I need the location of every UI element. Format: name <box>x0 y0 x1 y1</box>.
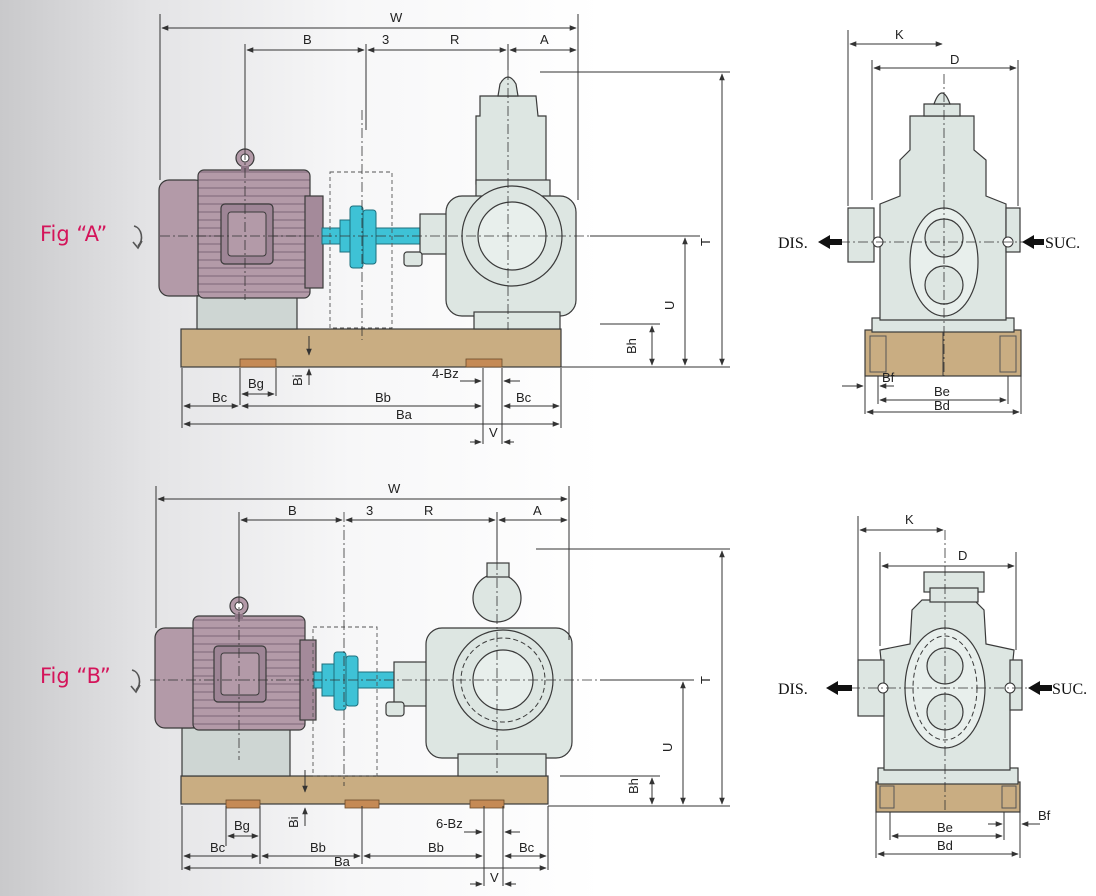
fig-b-end-dimensions: DIS. SUC. K D Bf Be Bd <box>778 512 1087 858</box>
fig-a-end-view <box>840 74 1030 377</box>
fig-a-dim-bf: Bf <box>882 370 895 385</box>
fig-b-label: Fig “B” <box>40 664 111 688</box>
fig-b-pump <box>385 562 573 777</box>
fig-b-dim-bb-left: Bb <box>310 840 326 855</box>
fig-b-dim-bg: Bg <box>234 818 250 833</box>
fig-b-end-base <box>875 781 1021 813</box>
fig-a-dim-v: V <box>489 425 498 440</box>
fig-a-label: Fig “A” <box>40 222 108 246</box>
fig-a-dim-t: T <box>698 238 713 246</box>
fig-a-dim-d: D <box>950 52 959 67</box>
fig-a-dimensions: W B 3 R A T U Bh Bi Bg Bc Bb Bc Ba 4-Bz … <box>159 10 730 445</box>
fig-a-dim-bi: Bi <box>290 374 305 386</box>
fig-a-motor-plinth <box>196 295 298 330</box>
fig-b-dim-w: W <box>388 481 401 496</box>
fig-b-dim-v: V <box>490 870 499 885</box>
fig-b-rotation-arrow-icon <box>130 669 141 694</box>
fig-b-dim-bc-left: Bc <box>210 840 226 855</box>
fig-a-suc-label: SUC. <box>1045 235 1080 252</box>
fig-a-dim-w: W <box>390 10 403 25</box>
fig-b-dim-r: R <box>424 503 433 518</box>
fig-a-dim-a: A <box>540 32 549 47</box>
fig-b-dim-bd: Bd <box>937 838 953 853</box>
fig-b-side-view <box>150 512 600 809</box>
fig-a-dim-k: K <box>895 27 904 42</box>
fig-b-dis-arrow-icon <box>826 681 852 695</box>
fig-b-dim-u: U <box>660 743 675 752</box>
fig-a-rotation-arrow-icon <box>132 225 143 250</box>
fig-b-dim-k: K <box>905 512 914 527</box>
fig-a-dim-bh: Bh <box>624 338 639 354</box>
fig-a-dim-bc-left: Bc <box>212 390 228 405</box>
fig-a-coupling-guard <box>329 171 393 329</box>
fig-b-dim-bc-right: Bc <box>519 840 535 855</box>
fig-a-dim-ba: Ba <box>396 407 413 422</box>
fig-a-dim-bb: Bb <box>375 390 391 405</box>
fig-b-dis-label: DIS. <box>778 681 808 698</box>
fig-a-base-bolt-slots <box>239 358 503 368</box>
fig-a-dis-label: DIS. <box>778 235 808 252</box>
fig-a-dim-bc-right: Bc <box>516 390 532 405</box>
fig-b-dim-be: Be <box>937 820 953 835</box>
fig-b-dim-bi: Bi <box>286 816 301 828</box>
fig-b-dim-d: D <box>958 548 967 563</box>
fig-b-dim-3: 3 <box>366 503 373 518</box>
fig-a-dim-b: B <box>303 32 312 47</box>
fig-a-suc-arrow-icon <box>1022 235 1044 249</box>
fig-b-coupling-guard <box>312 626 378 777</box>
fig-a-dim-bg: Bg <box>248 376 264 391</box>
fig-b-dimensions: W B 3 R A T U Bh Bi Bg Bc Bb Bb Bc Ba 6-… <box>155 481 730 887</box>
fig-b-dim-b: B <box>288 503 297 518</box>
fig-a-pump <box>403 76 577 330</box>
fig-b-dim-bh: Bh <box>626 778 641 794</box>
fig-b-dim-bz: 6-Bz <box>436 816 463 831</box>
fig-a-dim-u: U <box>662 301 677 310</box>
fig-a-dis-arrow-icon <box>818 235 842 249</box>
fig-a-dim-be: Be <box>934 384 950 399</box>
fig-a-dim-bz: 4-Bz <box>432 366 459 381</box>
fig-b-base-plate <box>180 775 549 805</box>
fig-b-dim-bb-right: Bb <box>428 840 444 855</box>
fig-b-motor-plinth <box>181 727 291 777</box>
fig-b-dim-t: T <box>698 676 713 684</box>
fig-b-end-view <box>850 530 1030 813</box>
fig-a-motor <box>158 148 324 299</box>
fig-b-dim-bf: Bf <box>1038 808 1051 823</box>
fig-a-dim-r: R <box>450 32 459 47</box>
fig-b-motor <box>154 596 317 731</box>
fig-b-dim-a: A <box>533 503 542 518</box>
fig-a-dim-3: 3 <box>382 32 389 47</box>
fig-a-dim-bd: Bd <box>934 398 950 413</box>
fig-a-base-plate <box>180 328 562 368</box>
fig-a-side-view <box>158 70 590 368</box>
fig-a-end-dimensions: DIS. SUC. K D Bf Be Bd <box>778 27 1080 415</box>
fig-b-suc-label: SUC. <box>1052 681 1087 698</box>
fig-b-suc-arrow-icon <box>1028 681 1052 695</box>
fig-b-dim-ba: Ba <box>334 854 351 869</box>
